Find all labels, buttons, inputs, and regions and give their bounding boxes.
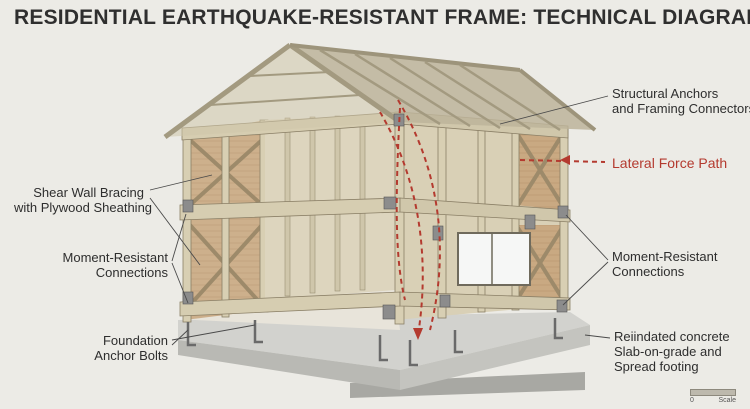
label-moment-left: Moment-Resistant Connections	[14, 250, 168, 280]
label-concrete-slab: Reiindated concrete Slab-on-grade and Sp…	[614, 329, 730, 374]
label-text: Moment-Resistant	[612, 249, 718, 264]
label-text: with Plywood Sheathing	[14, 200, 153, 215]
concrete-slab-footing	[178, 312, 590, 398]
label-text: Spread footing	[614, 359, 699, 374]
label-text: Slab-on-grade and	[614, 344, 722, 359]
arrow-head	[560, 155, 570, 165]
metal-connectors	[182, 113, 569, 320]
label-text: Anchor Bolts	[94, 348, 168, 363]
label-shear-wall: Shear Wall Bracing with Plywood Sheathin…	[14, 185, 153, 215]
leader-lines	[149, 95, 611, 346]
label-text: Reiindated concrete	[614, 329, 730, 344]
label-structural-anchors: Structural Anchors and Framing Connector…	[612, 86, 750, 116]
label-text: Structural Anchors	[612, 86, 719, 101]
scale-end: Scale	[718, 397, 736, 404]
label-text: and Framing Connectors	[612, 101, 750, 116]
label-foundation-bolts: Foundation Anchor Bolts	[14, 333, 168, 363]
label-text: Connections	[612, 264, 685, 279]
label-lateral-force-path: Lateral Force Path	[612, 155, 728, 171]
label-moment-right: Moment-Resistant Connections	[612, 249, 717, 279]
label-text: Shear Wall Bracing	[33, 185, 144, 200]
label-text: Connections	[95, 265, 168, 280]
arrow-head	[413, 328, 423, 340]
lateral-force-path	[379, 99, 606, 336]
roof-trusses	[163, 42, 597, 140]
scale-bar: 0 Scale	[690, 389, 736, 404]
scale-start: 0	[690, 397, 694, 404]
scale-bar-graphic	[690, 389, 736, 396]
left-wall	[182, 119, 269, 323]
label-text: Moment-Resistant	[62, 250, 168, 265]
page-title: RESIDENTIAL EARTHQUAKE-RESISTANT FRAME: …	[14, 6, 750, 29]
scale-text: 0 Scale	[690, 397, 736, 404]
label-text: Foundation	[102, 333, 168, 348]
window	[457, 232, 531, 286]
anchor-bolts	[186, 318, 563, 367]
